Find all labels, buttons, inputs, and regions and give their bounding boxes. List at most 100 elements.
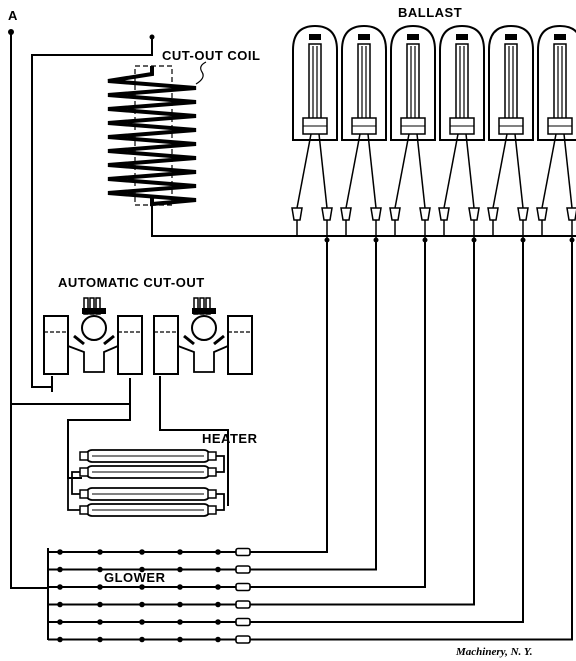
- coil-winding: [107, 66, 197, 207]
- glower-terminal: [235, 582, 251, 592]
- ballast-tube: [291, 24, 338, 243]
- cutout-coil-right: [117, 315, 143, 375]
- ballast-plug: [340, 207, 352, 221]
- glower-feed: [250, 240, 475, 606]
- ballast-plug: [566, 207, 576, 221]
- cutout-link: [183, 334, 195, 346]
- heater-end-cap: [79, 505, 89, 515]
- glower-line: [48, 617, 251, 627]
- glower-bead: [177, 601, 183, 608]
- cutout-link: [73, 334, 85, 346]
- cutout-unit: [153, 297, 253, 375]
- glower-bead: [215, 566, 221, 573]
- ballast-to-glower-feeds: [250, 240, 573, 641]
- ballast-lead: [541, 133, 557, 209]
- heater-tube: [79, 487, 217, 501]
- ballast-tube: [438, 24, 485, 243]
- glower-bead: [57, 636, 63, 643]
- heater-link: [216, 493, 225, 511]
- ballast-plug: [419, 207, 431, 221]
- glower-feed: [250, 240, 377, 571]
- heater-end-cap: [79, 451, 89, 461]
- glower-terminal: [235, 547, 251, 557]
- heater-tubes: [67, 449, 225, 517]
- heater-label: HEATER: [202, 431, 258, 446]
- ballast-cap: [554, 34, 566, 40]
- ballast-tube: [487, 24, 534, 243]
- ballast-lead: [465, 133, 475, 209]
- glower-terminal: [235, 565, 251, 574]
- glower-terminal: [235, 600, 251, 609]
- ballast-tube: [536, 24, 576, 243]
- ballast-bulb: [488, 24, 534, 141]
- ballast-plug: [438, 207, 450, 221]
- ballast-bulb: [439, 24, 485, 141]
- glower-feed: [250, 240, 426, 588]
- ballast-plug: [370, 207, 382, 221]
- heater: HEATER: [51, 376, 258, 517]
- ballast-label: BALLAST: [398, 5, 462, 20]
- heater-tube: [79, 465, 217, 479]
- ballast-lead: [514, 133, 524, 209]
- supply-wire-a: [10, 32, 48, 589]
- glower-bead: [139, 566, 145, 573]
- glower-label: GLOWER: [104, 570, 166, 585]
- glower-line: [48, 547, 251, 557]
- glower-bead: [215, 584, 221, 590]
- glower-bead: [215, 549, 221, 555]
- glower-terminal: [235, 617, 251, 627]
- glower-bead: [139, 584, 145, 590]
- cutout-armature: [191, 315, 217, 341]
- credit-text: Machinery, N. Y.: [455, 646, 533, 658]
- glower-bead: [97, 584, 103, 590]
- heater-end-cap: [79, 467, 89, 477]
- automatic-cut-out-label: AUTOMATIC CUT-OUT: [58, 275, 205, 290]
- ballast-bulb: [341, 24, 387, 141]
- cutout-frame: [177, 345, 229, 373]
- glower-bead: [215, 601, 221, 608]
- ballast-tube: [340, 24, 387, 243]
- ballast-plug: [517, 207, 529, 221]
- ballast-cap: [456, 34, 468, 40]
- glower-bead: [177, 549, 183, 555]
- glower-bead: [57, 549, 63, 555]
- glower-bead: [97, 636, 103, 643]
- cutout-armature: [81, 315, 107, 341]
- cutout-frame: [67, 345, 119, 373]
- glower-bead: [139, 619, 145, 625]
- glower-bead: [139, 549, 145, 555]
- ballast-lead: [367, 133, 377, 209]
- glower-bead: [139, 636, 145, 643]
- heater-link: [71, 471, 80, 495]
- cutout-unit: [43, 297, 143, 375]
- heater-end-cap: [207, 505, 217, 515]
- glower-bead: [177, 584, 183, 590]
- glower-feed: [250, 240, 328, 553]
- glower-bead: [215, 619, 221, 625]
- heater-end-cap: [79, 489, 89, 499]
- supply-to-cutout-wire: [11, 378, 131, 405]
- ballast-cap: [505, 34, 517, 40]
- glower-feed: [250, 240, 524, 623]
- ballast-common-bus: [151, 198, 576, 237]
- cutout-coil-left: [43, 315, 69, 375]
- glower-bead: [57, 601, 63, 608]
- glower-bead: [97, 549, 103, 555]
- ballast-lead: [563, 133, 573, 209]
- terminal-a: A: [8, 8, 18, 35]
- glower-bead: [57, 584, 63, 590]
- cutout-link: [213, 334, 225, 346]
- cutout-coil-left: [153, 315, 179, 375]
- ballast-plug: [468, 207, 480, 221]
- heater-feed-right: [159, 376, 229, 506]
- heater-link: [67, 478, 80, 511]
- glower-bead: [97, 566, 103, 573]
- ballast-cap: [358, 34, 370, 40]
- ballast-bulb: [390, 24, 436, 141]
- cutout-contact-bar: [82, 308, 106, 314]
- automatic-cut-out: AUTOMATIC CUT-OUT: [43, 275, 253, 375]
- ballast-bulb: [292, 24, 338, 141]
- glower-bead: [97, 619, 103, 625]
